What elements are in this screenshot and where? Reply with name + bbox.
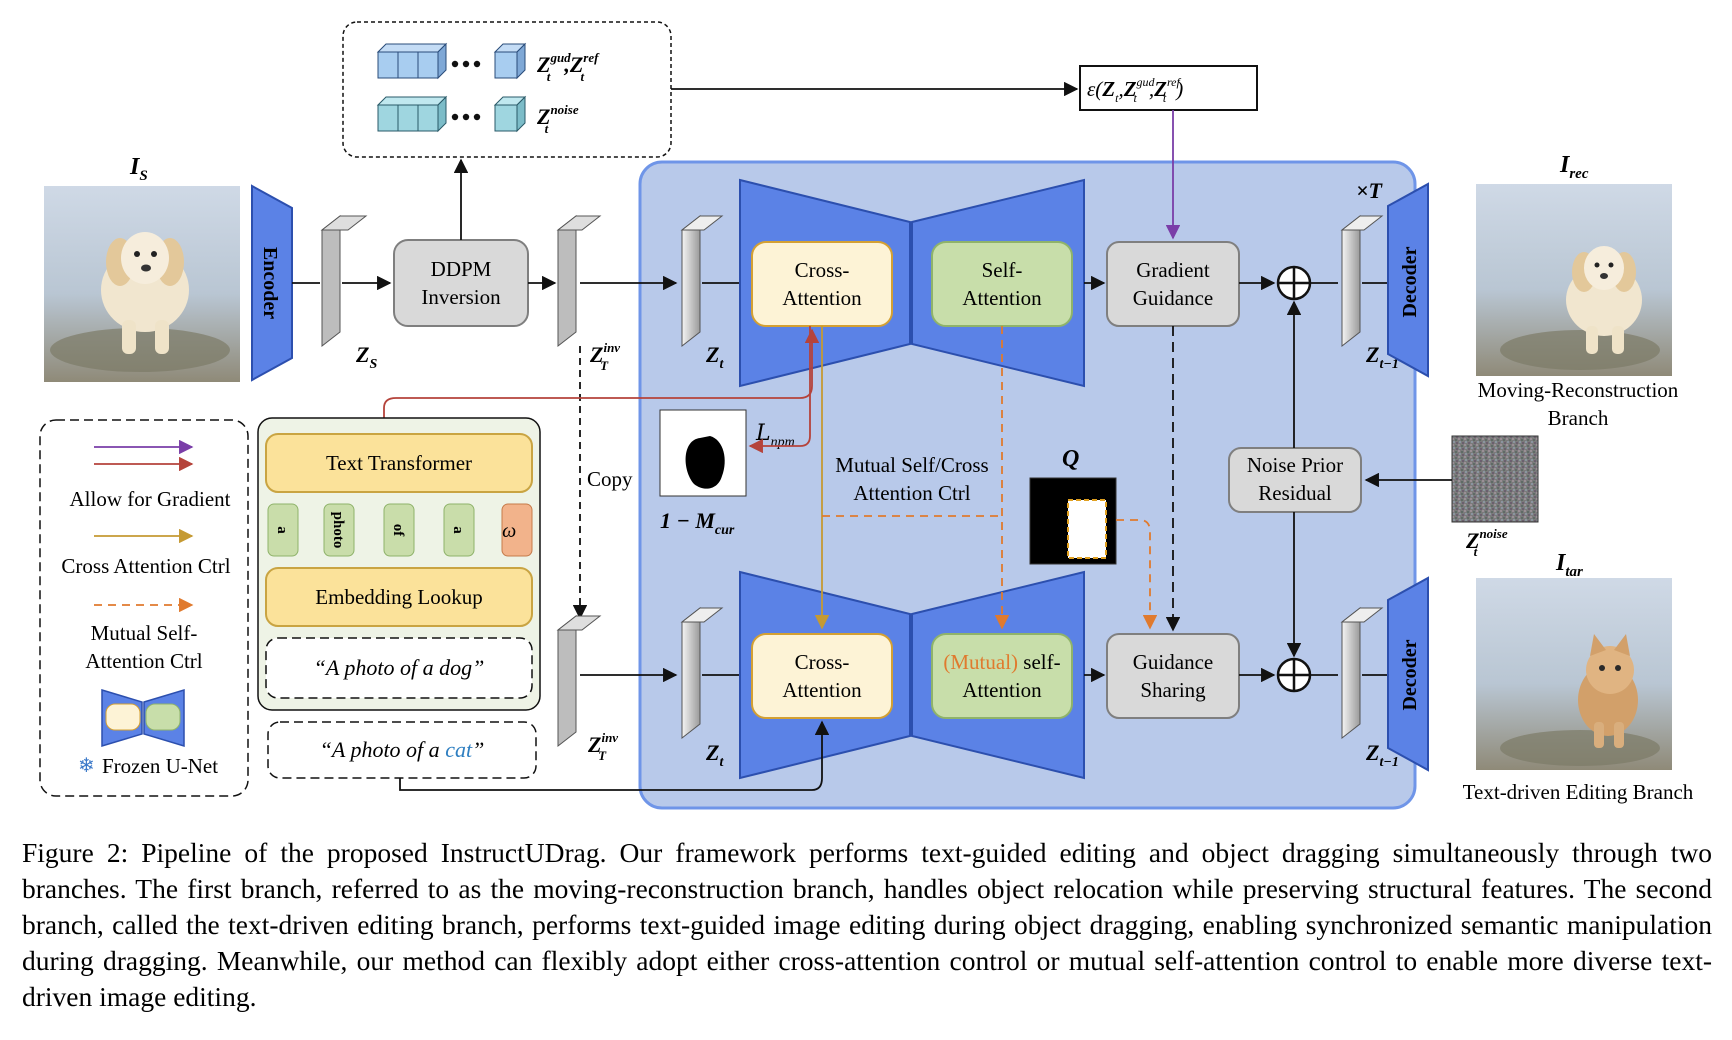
- svg-text:Attention: Attention: [962, 678, 1042, 702]
- token-0: a: [274, 526, 290, 534]
- gradient-guidance-box: Gradient Guidance: [1106, 241, 1240, 327]
- latent-zt1-top: [1340, 214, 1384, 348]
- prompt-cat-box: “A photo of a cat”: [267, 721, 537, 779]
- svg-text:Encoder: Encoder: [259, 247, 281, 319]
- zt1-top-label: Zt−1: [1365, 342, 1399, 372]
- token-1: photo: [330, 512, 346, 549]
- text-branch-label: Text-driven Editing Branch: [1463, 780, 1694, 804]
- mask-image: [659, 409, 747, 497]
- svg-text:“A photo of a dog”: “A photo of a dog”: [314, 655, 485, 680]
- figure-caption: Figure 2: Pipeline of the proposed Instr…: [22, 837, 1712, 1012]
- svg-text:Attention: Attention: [782, 286, 862, 310]
- svg-text:Self-: Self-: [982, 258, 1023, 282]
- reconstruction-image: [1476, 184, 1672, 376]
- svg-text:Text Transformer: Text Transformer: [326, 451, 472, 475]
- input-image-label: IS: [129, 154, 148, 184]
- cross-attention-top: Cross- Attention: [751, 241, 893, 327]
- rec-image-label: Irec: [1559, 152, 1589, 182]
- legend-frozen: Frozen U-Net: [102, 754, 218, 778]
- target-image: [1476, 578, 1672, 770]
- legend-cross: Cross Attention Ctrl: [61, 554, 230, 578]
- times-t-label: ×T: [1356, 178, 1384, 203]
- latent-zinv-top: [556, 214, 602, 348]
- zs-label: ZS: [355, 342, 377, 372]
- mutual-self-attention-bottom: (Mutual) self- Attention: [931, 633, 1073, 719]
- legend-mutual-2: Attention Ctrl: [85, 649, 202, 673]
- latent-zinv-bottom: [556, 614, 602, 748]
- self-attention-top: Self- Attention: [931, 241, 1073, 327]
- noise-image: [1451, 435, 1539, 523]
- latent-zt1-bottom: [1340, 606, 1384, 740]
- svg-text:Cross-: Cross-: [795, 650, 850, 674]
- svg-text:Noise Prior: Noise Prior: [1247, 453, 1343, 477]
- legend-mutual-1: Mutual Self-: [91, 621, 198, 645]
- noise-prior-residual-box: Noise Prior Residual: [1228, 447, 1362, 513]
- legend: Allow for Gradient Cross Attention Ctrl …: [39, 419, 249, 797]
- tar-image-label: Itar: [1555, 550, 1583, 580]
- decoder-top: Decoder: [1387, 182, 1429, 378]
- token-3: a: [450, 526, 466, 534]
- copy-label: Copy: [587, 467, 633, 491]
- svg-text:Gradient: Gradient: [1136, 258, 1210, 282]
- decoder-bottom: Decoder: [1387, 576, 1429, 772]
- text-encoder-panel: Text Transformer a photo of a ω⃗ Embeddi…: [257, 417, 541, 711]
- ddpm-inversion-box: DDPM Inversion: [393, 239, 529, 327]
- legend-gradient: Allow for Gradient: [70, 487, 231, 511]
- moving-branch-label-1: Moving-Reconstruction: [1478, 378, 1679, 402]
- latent-zs: [320, 214, 368, 348]
- input-image: [44, 186, 240, 382]
- mutual-ctrl-label-1: Mutual Self/Cross: [835, 453, 988, 477]
- frozen-unet-icon: [101, 688, 185, 748]
- embedding-lookup-box: Embedding Lookup: [265, 567, 533, 627]
- zt1-bottom-label: Zt−1: [1365, 740, 1399, 770]
- moving-branch-label-2: Branch: [1548, 406, 1609, 430]
- text-transformer-box: Text Transformer: [265, 433, 533, 493]
- q-mask-image: [1029, 477, 1117, 565]
- token-4: ω⃗: [502, 520, 532, 542]
- svg-text:“A photo of a cat”: “A photo of a cat”: [320, 737, 485, 762]
- svg-text:Decoder: Decoder: [1399, 639, 1421, 710]
- mask-label: 1 − Mcur: [660, 508, 735, 538]
- sum-node-top: [1276, 265, 1312, 301]
- svg-text:Residual: Residual: [1258, 481, 1332, 505]
- zt-top-label: Zt: [705, 342, 724, 372]
- svg-text:Guidance: Guidance: [1133, 650, 1213, 674]
- svg-text:Cross-: Cross-: [795, 258, 850, 282]
- svg-text:Attention: Attention: [962, 286, 1042, 310]
- sum-node-bottom: [1276, 657, 1312, 693]
- token-row: a photo of a ω⃗: [267, 503, 533, 557]
- svg-text:Decoder: Decoder: [1399, 246, 1421, 317]
- svg-text:(Mutual) self-: (Mutual) self-: [943, 650, 1060, 674]
- svg-text:Attention: Attention: [782, 678, 862, 702]
- guidance-sharing-box: Guidance Sharing: [1106, 633, 1240, 719]
- token-2: of: [390, 524, 406, 538]
- cross-attention-bottom: Cross- Attention: [751, 633, 893, 719]
- q-label: Q: [1062, 446, 1079, 472]
- latent-zt-top: [680, 214, 724, 348]
- svg-text:Embedding Lookup: Embedding Lookup: [315, 585, 482, 609]
- mutual-ctrl-label-2: Attention Ctrl: [853, 481, 970, 505]
- svg-text:Sharing: Sharing: [1140, 678, 1206, 702]
- svg-text:Inversion: Inversion: [421, 285, 501, 309]
- svg-text:Guidance: Guidance: [1133, 286, 1213, 310]
- svg-text:DDPM: DDPM: [431, 257, 492, 281]
- zt-bottom-label: Zt: [705, 740, 724, 770]
- encoder-block: Encoder: [251, 184, 293, 382]
- snowflake-icon: ❄: [78, 755, 95, 777]
- latent-zt-bottom: [680, 606, 724, 740]
- prompt-dog-box: “A photo of a dog”: [265, 637, 533, 699]
